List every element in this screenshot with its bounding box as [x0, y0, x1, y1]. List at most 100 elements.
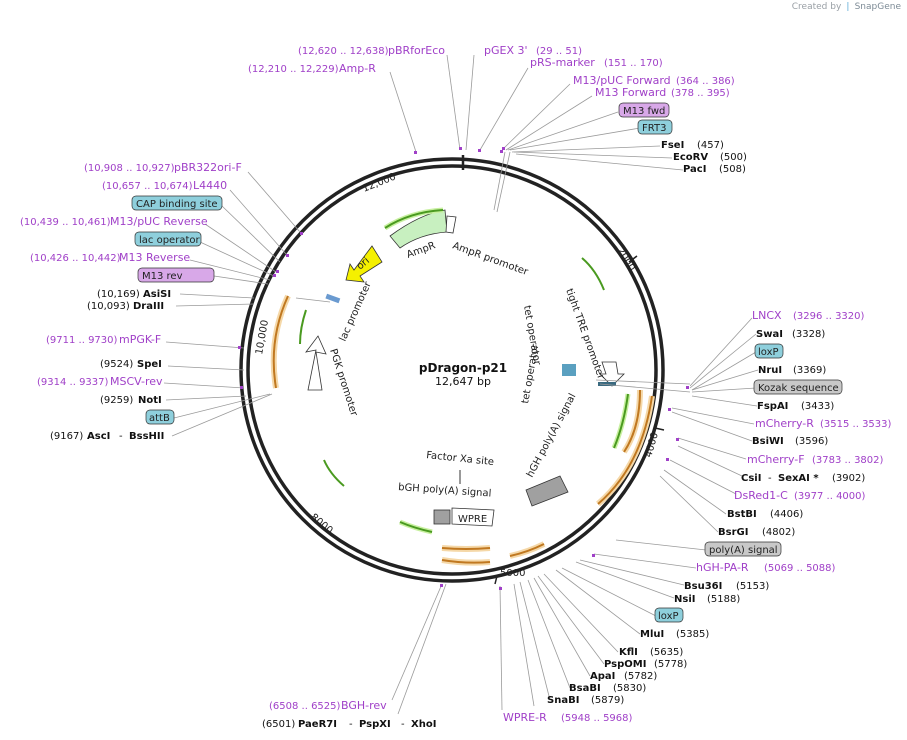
- label-fspai[interactable]: FspAI: [757, 401, 788, 412]
- label-asci[interactable]: AscI: [87, 431, 110, 442]
- label-m13-reverse[interactable]: M13 Reverse: [119, 251, 190, 264]
- box-m13-fwd[interactable]: [618, 102, 670, 118]
- label-pspxi[interactable]: PspXI: [359, 719, 391, 730]
- label-csii[interactable]: CsiI: [741, 473, 761, 484]
- backbone-inner-ring: [246, 164, 658, 576]
- label-noti-pos: (9259): [100, 395, 133, 406]
- label-hgh-pa-r[interactable]: hGH-PA-R: [696, 561, 749, 574]
- label-ecorv-pos: (500): [720, 152, 747, 163]
- label-nrui[interactable]: NruI: [758, 365, 782, 376]
- label-mcherry-f[interactable]: mCherry-F: [747, 453, 805, 466]
- label-m13-reverse-range: (10,426 .. 10,442): [30, 253, 121, 264]
- bgh-polyA-block[interactable]: [433, 509, 451, 525]
- label-mscv-rev[interactable]: MSCV-rev: [110, 375, 163, 388]
- label-mcherry-r[interactable]: mCherry-R: [755, 417, 814, 430]
- label-xhoi[interactable]: XhoI: [411, 719, 436, 730]
- label-spei[interactable]: SpeI: [137, 359, 162, 370]
- box-polyA-signal[interactable]: [704, 541, 782, 557]
- box-frt3[interactable]: [637, 119, 673, 135]
- label-bsu36i[interactable]: Bsu36I: [684, 581, 722, 592]
- label-loxp-2: loxP: [658, 611, 679, 622]
- label-sexai[interactable]: SexAI *: [778, 473, 819, 484]
- label-asisi[interactable]: AsiSI: [143, 289, 171, 300]
- label-lncx-range: (3296 .. 3320): [793, 311, 865, 322]
- box-attb[interactable]: [145, 409, 175, 425]
- label-mlui[interactable]: MluI: [640, 629, 664, 640]
- label-prs-marker[interactable]: pRS-marker: [530, 56, 595, 69]
- label-kozak-sequence: Kozak sequence: [758, 383, 839, 394]
- leader-lines: [163, 54, 759, 715]
- box-kozak-sequence[interactable]: [753, 379, 843, 395]
- green-arrow-6-core: [613, 393, 629, 449]
- label-bgh-rev[interactable]: BGH-rev: [341, 699, 387, 712]
- feature-label-bgh-polyA: bGH poly(A) signal: [398, 482, 492, 499]
- label-bsabi[interactable]: BsaBI: [569, 683, 601, 694]
- label-fsei-pos: (457): [697, 140, 724, 151]
- label-paci[interactable]: PacI: [683, 164, 706, 175]
- feature-label-tet-operator-2: tet operator: [520, 342, 541, 404]
- label-pspomi[interactable]: PspOMI: [604, 659, 646, 670]
- tre-promoter-arrow[interactable]: [599, 361, 625, 387]
- orange-arrow-5-core: [441, 547, 491, 550]
- label-mpgk-f[interactable]: mPGK-F: [119, 333, 161, 346]
- label-swai[interactable]: SwaI: [756, 329, 783, 340]
- label-ecorv[interactable]: EcoRV: [673, 152, 708, 163]
- primer-ticks: [238, 147, 689, 590]
- label-m13-forward[interactable]: M13 Forward: [595, 86, 666, 99]
- label-dsred1-c[interactable]: DsRed1-C: [734, 489, 788, 502]
- label-pbrforeco[interactable]: pBRforEco: [388, 44, 445, 57]
- label-dsred1-c-range: (3977 .. 4000): [794, 491, 866, 502]
- label-fsei[interactable]: FseI: [661, 140, 684, 151]
- tick-5000-mark: [494, 575, 498, 585]
- wpre-block[interactable]: [451, 507, 495, 527]
- label-draiii[interactable]: DraIII: [133, 301, 164, 312]
- label-noti[interactable]: NotI: [138, 395, 162, 406]
- ori-arrow[interactable]: [345, 245, 383, 283]
- label-paer7i-sep1: -: [349, 719, 353, 730]
- label-pgex3[interactable]: pGEX 3': [484, 44, 528, 57]
- label-bsiwi[interactable]: BsiWI: [752, 436, 784, 447]
- label-bsrgi[interactable]: BsrGI: [718, 527, 748, 538]
- box-loxp-2[interactable]: [654, 607, 684, 623]
- label-bsshii[interactable]: BssHII: [129, 431, 164, 442]
- box-loxp-1[interactable]: [754, 343, 784, 359]
- snapgene-logo-icon: ❘: [844, 2, 852, 12]
- label-m13-puc-forward[interactable]: M13/pUC Forward: [573, 74, 671, 87]
- label-csii-pos: (3902): [832, 473, 865, 484]
- label-bsu36i-pos: (5153): [736, 581, 769, 592]
- label-bstbi[interactable]: BstBI: [727, 509, 757, 520]
- label-m13-forward-range: (378 .. 395): [671, 88, 730, 99]
- label-m13-puc-reverse-range: (10,439 .. 10,461): [20, 217, 111, 228]
- label-paer7i[interactable]: PaeR7I: [298, 719, 337, 730]
- box-lac-operator[interactable]: [134, 231, 202, 247]
- label-m13-puc-reverse[interactable]: M13/pUC Reverse: [110, 215, 208, 228]
- ampR-promoter-arrow[interactable]: [445, 215, 457, 234]
- credit-prefix: Created by: [791, 2, 842, 12]
- label-pbr322ori-f[interactable]: pBR322ori-F: [174, 161, 242, 174]
- label-ampr-primer[interactable]: Amp-R: [339, 62, 376, 75]
- lac-promoter-block[interactable]: [325, 293, 341, 304]
- label-wpre-r[interactable]: WPRE-R: [503, 711, 547, 724]
- label-l4440[interactable]: L4440: [193, 179, 227, 192]
- hgh-polyA-block[interactable]: [525, 475, 569, 507]
- label-apai[interactable]: ApaI: [590, 671, 615, 682]
- label-pspomi-pos: (5778): [654, 659, 687, 670]
- label-ampr-primer-range: (12,210 .. 12,229): [248, 64, 339, 75]
- label-frt3: FRT3: [642, 123, 666, 134]
- box-m13-rev[interactable]: [137, 267, 215, 283]
- pgk-promoter-arrow[interactable]: [305, 335, 327, 391]
- label-snabi[interactable]: SnaBI: [547, 695, 579, 706]
- box-cap-binding-site[interactable]: [131, 195, 223, 211]
- green-arrow-5-core: [399, 521, 433, 533]
- label-kfli[interactable]: KflI: [619, 647, 638, 658]
- feature-label-ampR-promoter: AmpR promoter: [451, 240, 530, 278]
- snapgene-credit: Created by ❘ SnapGene: [792, 2, 901, 12]
- ampR-arrow[interactable]: [389, 209, 448, 249]
- orange-arrow-6-core: [441, 559, 491, 564]
- tet-operator-block[interactable]: [562, 364, 576, 376]
- label-bgh-rev-range: (6508 .. 6525): [269, 701, 341, 712]
- label-nsii[interactable]: NsiI: [674, 594, 695, 605]
- tick-5000: 5000: [500, 568, 525, 579]
- tick-2000: 2000: [614, 246, 637, 273]
- label-lncx[interactable]: LNCX: [752, 309, 782, 322]
